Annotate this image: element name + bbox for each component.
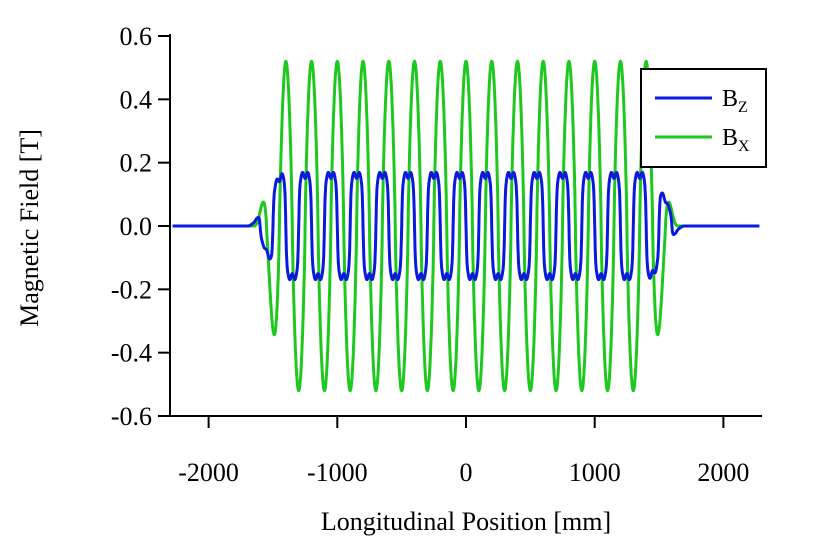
- series-bz-line: [171, 170, 761, 282]
- legend-label-bz: BZ: [722, 86, 748, 116]
- y-tick-label: 0.6: [120, 22, 153, 51]
- legend-label-bx-sub: X: [738, 138, 750, 155]
- y-tick-label: 0.4: [120, 85, 153, 114]
- plot-area: [171, 59, 761, 393]
- legend: BZ BX: [640, 68, 767, 168]
- x-tick-label: 0: [460, 458, 473, 487]
- x-axis: -2000 -1000 0 1000 2000: [170, 415, 762, 487]
- series-bz: [171, 170, 761, 282]
- x-tick-label: 1000: [569, 458, 621, 487]
- x-tick-label: 2000: [697, 458, 749, 487]
- x-tick-label: -1000: [307, 458, 368, 487]
- y-axis: 0.6 0.4 0.2 0.0 -0.2 -0.4 -0.6: [111, 22, 171, 431]
- y-tick-label: 0.2: [120, 149, 153, 178]
- series-bx: [171, 59, 761, 393]
- y-tick-label: -0.2: [111, 275, 152, 304]
- x-tick-label: -2000: [178, 458, 239, 487]
- y-tick-label: 0.0: [120, 212, 153, 241]
- y-tick-label: -0.4: [111, 339, 152, 368]
- legend-box: [640, 68, 767, 168]
- legend-label-bx: BX: [722, 125, 750, 155]
- legend-label-bz-main: B: [722, 86, 738, 112]
- series-bx-line: [171, 59, 761, 393]
- y-tick-label: -0.6: [111, 402, 152, 431]
- x-axis-label: Longitudinal Position [mm]: [321, 507, 611, 536]
- y-axis-label: Magnetic Field [T]: [15, 129, 44, 327]
- legend-label-bz-sub: Z: [738, 99, 748, 116]
- legend-label-bx-main: B: [722, 125, 738, 151]
